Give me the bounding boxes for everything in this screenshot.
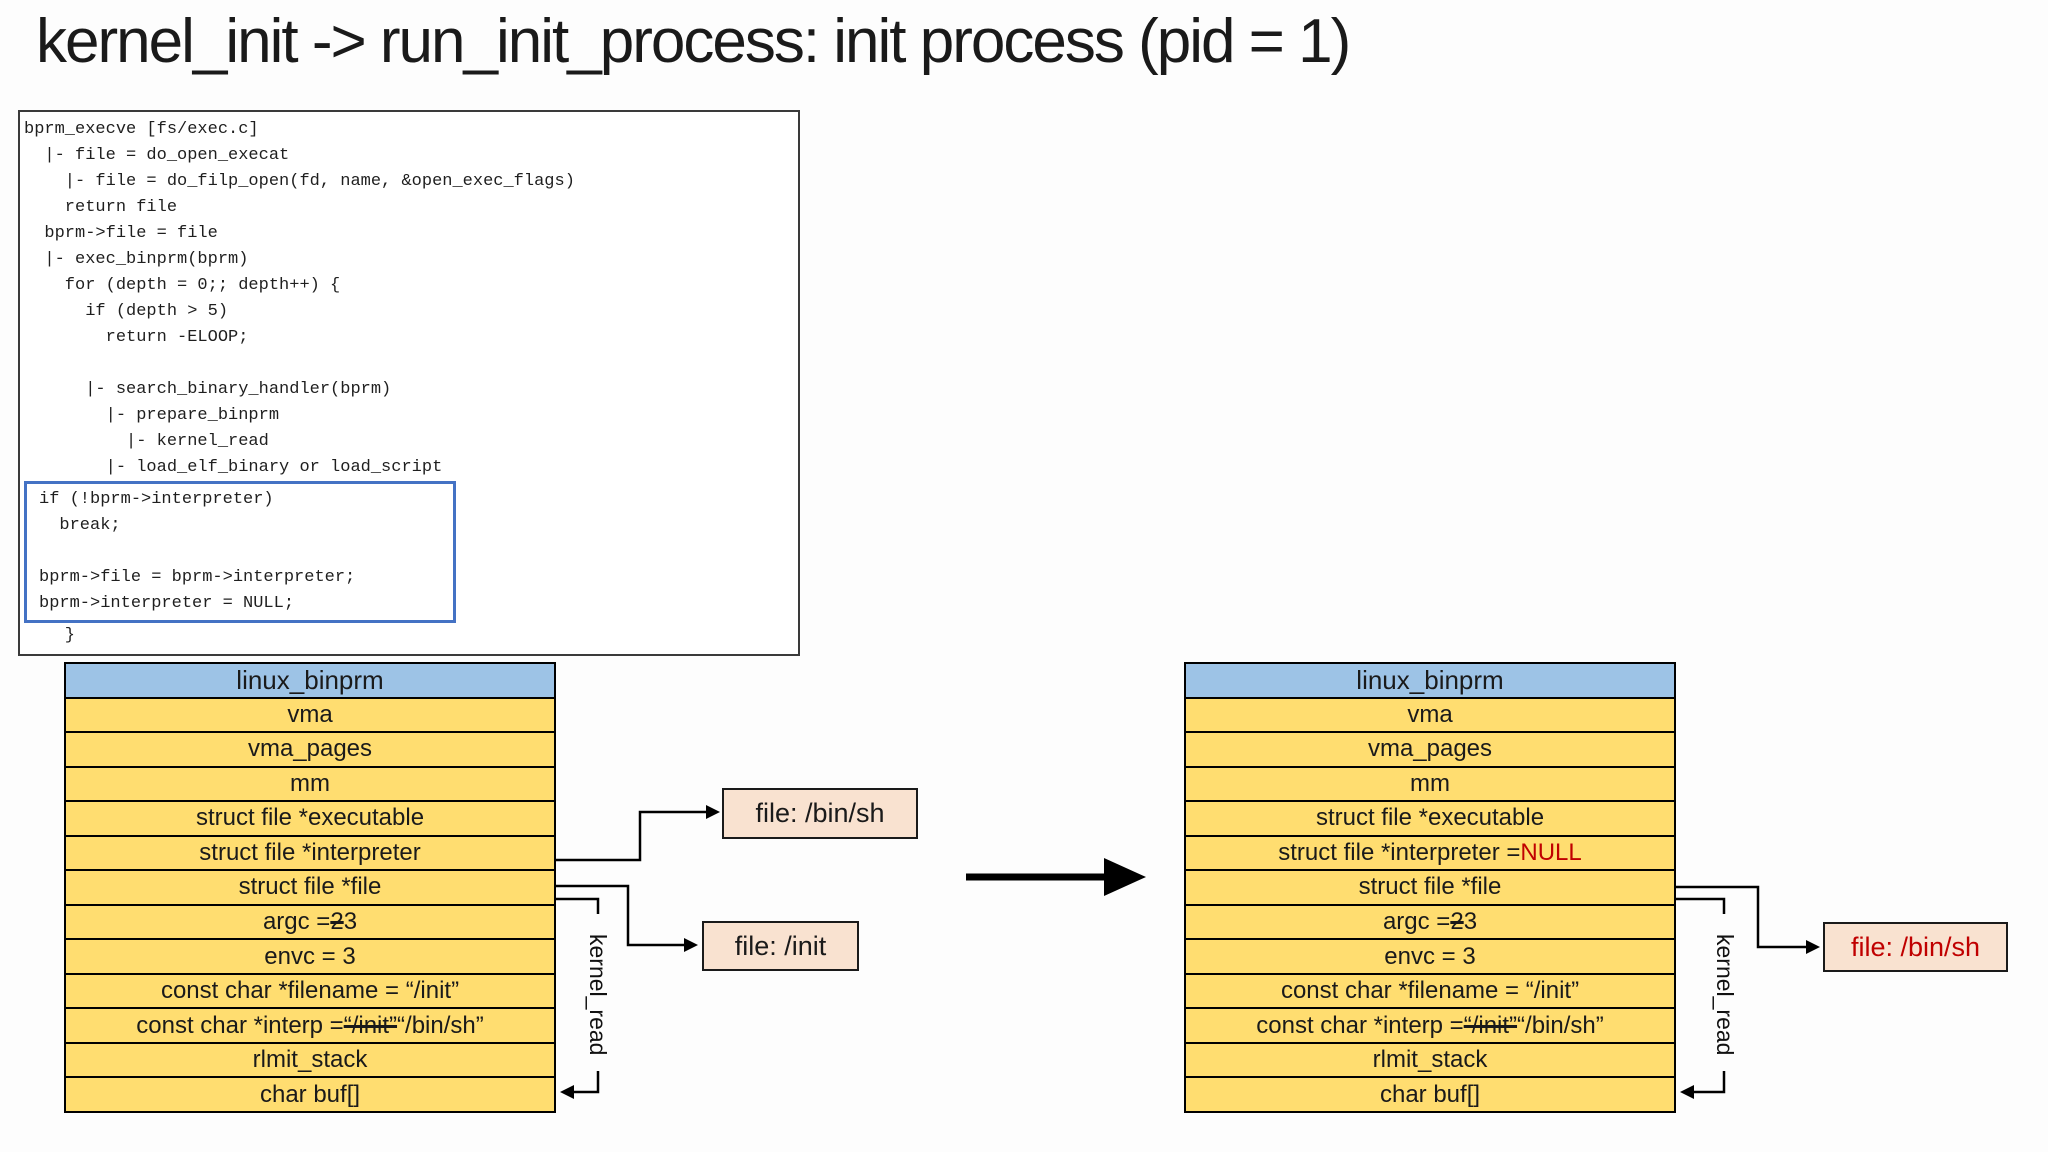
table-row: envc = 3 (66, 938, 554, 973)
table-cell-segment: struct file *interpreter (199, 838, 421, 866)
table-cell-segment: struct file *interpreter = (1278, 838, 1521, 866)
table-row: argc = 2 3 (1186, 903, 1674, 939)
table-header: linux_binprm (1186, 664, 1674, 697)
code-trace-top: bprm_execve [fs/exec.c] |- file = do_ope… (24, 120, 575, 477)
code-trace-panel: bprm_execve [fs/exec.c] |- file = do_ope… (18, 110, 800, 656)
table-cell-segment: argc = (1382, 907, 1451, 935)
table-cell-segment: struct file *executable (195, 804, 425, 832)
table-row: const char *interp = “/init” “/bin/sh” (66, 1007, 554, 1042)
table-row: rlmit_stack (1186, 1041, 1674, 1077)
table-cell-segment: const char *filename = “/init” (160, 977, 460, 1005)
table-cell-segment: envc = 3 (264, 942, 356, 970)
arrowhead-init (684, 938, 698, 952)
transition-arrow (966, 858, 1146, 896)
table-cell-segment: vma (287, 700, 333, 728)
table-cell-segment: NULL (1520, 838, 1582, 866)
table-row: vma (1186, 696, 1674, 732)
table-cell-segment: vma (1407, 700, 1453, 728)
code-highlight-box: if (!bprm->interpreter) break; bprm->fil… (24, 481, 456, 623)
table-row: struct file *file (66, 869, 554, 904)
right-file-to-binsh-connector (1676, 885, 1806, 949)
table-cell-segment: struct file *file (1358, 873, 1502, 901)
table-cell-segment: 3 (1463, 907, 1478, 935)
table-cell-segment: vma_pages (1367, 735, 1493, 763)
table-cell-segment: rlmit_stack (1372, 1046, 1488, 1074)
file-box-label: file: /bin/sh (755, 798, 885, 828)
table-cell-segment: argc = (262, 907, 331, 935)
arrowhead-right-binsh (1806, 940, 1820, 954)
file-box-binsh-right: file: /bin/sh (1823, 922, 2008, 972)
table-cell-segment: “/bin/sh” (397, 1011, 484, 1039)
table-row: char buf[] (66, 1076, 554, 1111)
table-cell-segment: struct file *executable (1315, 804, 1545, 832)
table-cell-segment: rlmit_stack (252, 1046, 368, 1074)
arrowhead-right-charbuf (1680, 1085, 1694, 1099)
table-cell-segment: 3 (343, 907, 358, 935)
table-cell-segment: 2 (1450, 907, 1464, 935)
table-cell-segment: envc = 3 (1384, 942, 1476, 970)
table-cell-segment: vma_pages (247, 735, 373, 763)
kernel-read-label-right: kernel_read (1712, 933, 1738, 1056)
arrowhead-left-binsh (706, 805, 720, 819)
table-row: const char *filename = “/init” (1186, 972, 1674, 1008)
left-interpreter-to-binsh-connector (556, 810, 706, 862)
table-row: mm (66, 765, 554, 801)
file-box-label: file: /init (734, 930, 827, 961)
table-row: const char *filename = “/init” (66, 972, 554, 1008)
table-row: vma_pages (1186, 731, 1674, 766)
table-cell-segment: “/init” (343, 1011, 398, 1039)
table-row: mm (1186, 765, 1674, 801)
table-row: const char *interp = “/init” “/bin/sh” (1186, 1007, 1674, 1042)
kernel-read-label-left: kernel_read (585, 933, 611, 1056)
table-row: vma (66, 696, 554, 732)
page-title: kernel_init -> run_init_process: init pr… (36, 7, 1351, 76)
table-row: struct file *file (1186, 869, 1674, 904)
table-row: envc = 3 (1186, 938, 1674, 973)
table-row: struct file *interpreter (66, 834, 554, 870)
left-file-to-init-connector (556, 884, 684, 947)
arrowhead-left-charbuf (560, 1085, 574, 1099)
table-row: argc = 2 3 (66, 903, 554, 939)
table-row: struct file *interpreter = NULL (1186, 834, 1674, 870)
code-trace-closing-brace: } (24, 626, 76, 645)
file-box-label: file: /bin/sh (1850, 931, 1981, 962)
table-cell-segment: “/init” (1463, 1011, 1518, 1039)
table-cell-segment: “/bin/sh” (1517, 1011, 1604, 1039)
table-row: rlmit_stack (66, 1041, 554, 1077)
table-cell-segment: struct file *file (238, 873, 382, 901)
table-row: struct file *executable (66, 800, 554, 835)
table-cell-segment: 2 (330, 907, 344, 935)
table-cell-segment: const char *interp = (1256, 1011, 1464, 1039)
file-box-binsh-left: file: /bin/sh (722, 788, 918, 839)
table-cell-segment: mm (1410, 769, 1450, 797)
table-row: vma_pages (66, 731, 554, 766)
table-header: linux_binprm (66, 664, 554, 697)
table-cell-segment: char buf[] (259, 1080, 361, 1108)
file-box-init: file: /init (702, 921, 859, 971)
table-cell-segment: const char *filename = “/init” (1280, 977, 1580, 1005)
table-cell-segment: mm (290, 769, 330, 797)
table-row: struct file *executable (1186, 800, 1674, 835)
table-row: char buf[] (1186, 1076, 1674, 1111)
table-cell-segment: char buf[] (1379, 1080, 1481, 1108)
table-cell-segment: const char *interp = (136, 1011, 344, 1039)
